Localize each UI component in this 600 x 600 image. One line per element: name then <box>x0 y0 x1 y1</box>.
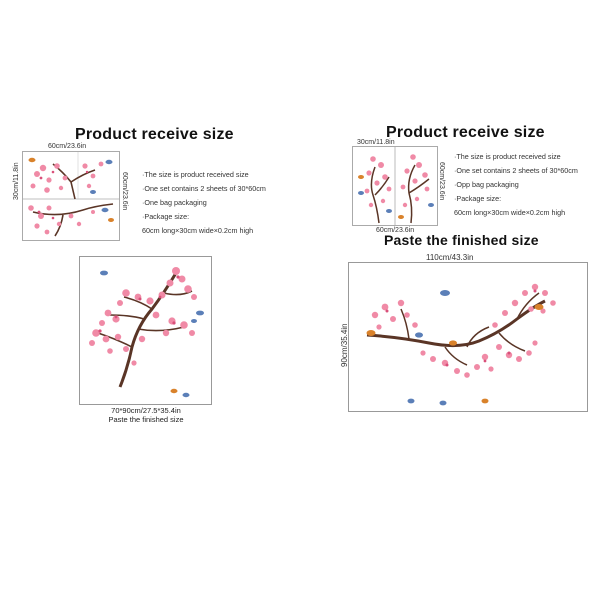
right-info-list: ·The size is product received size ·One … <box>454 150 578 220</box>
left-panel: Product receive size 60cm/23.6in 30cm/11… <box>13 126 266 424</box>
left-info-line-2: ·One set contains 2 sheets of 30*60cm <box>142 184 266 193</box>
left-finished-size: 70*90cm/27.5*35.4in <box>111 406 181 415</box>
right-dim-bottom: 60cm/23.6in <box>376 227 415 234</box>
left-finished-caption: Paste the finished size <box>108 415 184 424</box>
right-info-line-4: ·Package size: <box>454 194 502 203</box>
left-info-line-4: ·Package size: <box>142 212 190 221</box>
right-info-line-1: ·The size is product received size <box>454 152 561 161</box>
right-info-line-2: ·One set contains 2 sheets of 30*60cm <box>454 166 578 175</box>
right-finished-image <box>348 262 588 412</box>
left-info-line-1: ·The size is product received size <box>142 170 249 179</box>
left-info-line-5: 60cm long×30cm wide×0.2cm high <box>142 226 254 235</box>
right-finished-width: 110cm/43.3in <box>426 253 474 262</box>
left-finished-image <box>79 256 212 405</box>
left-sheets-artwork <box>23 152 119 237</box>
left-dim-right: 60cm/23.6in <box>121 172 128 211</box>
right-dim-top: 30cm/11.8in <box>357 139 395 146</box>
right-info-line-5: 60cm long×30cm wide×0.2cm high <box>454 208 566 217</box>
right-dim-right: 60cm/23.6in <box>438 162 445 201</box>
right-finished-heading: Paste the finished size <box>384 232 539 248</box>
left-heading: Product receive size <box>75 126 234 143</box>
left-dim-top: 60cm/23.6in <box>48 143 87 150</box>
right-info-line-3: ·Opp bag packaging <box>454 180 519 189</box>
right-panel: Product receive size 30cm/11.8in 60cm/23… <box>300 0 600 600</box>
right-branch-artwork <box>366 283 556 406</box>
right-sheets-image <box>352 146 438 226</box>
left-tree-artwork <box>89 267 204 398</box>
left-info-list: ·The size is product received size ·One … <box>142 168 266 238</box>
left-dim-left: 30cm/11.8in <box>13 162 20 200</box>
right-sheets-artwork <box>358 147 434 225</box>
left-sheets-image <box>22 151 120 241</box>
right-heading: Product receive size <box>386 124 545 141</box>
left-info-line-3: ·One bag packaging <box>142 198 207 207</box>
